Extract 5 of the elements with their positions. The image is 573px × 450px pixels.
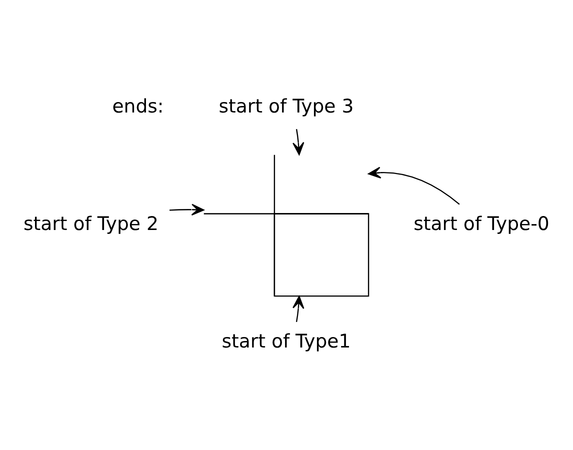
node-text: start of Type-0 [414, 213, 550, 234]
node-text: start of Type 3 [218, 96, 354, 117]
label: ends: [112, 96, 164, 117]
node-text: start of Type 2 [23, 213, 158, 234]
node-text: start of Type1 [222, 331, 351, 352]
